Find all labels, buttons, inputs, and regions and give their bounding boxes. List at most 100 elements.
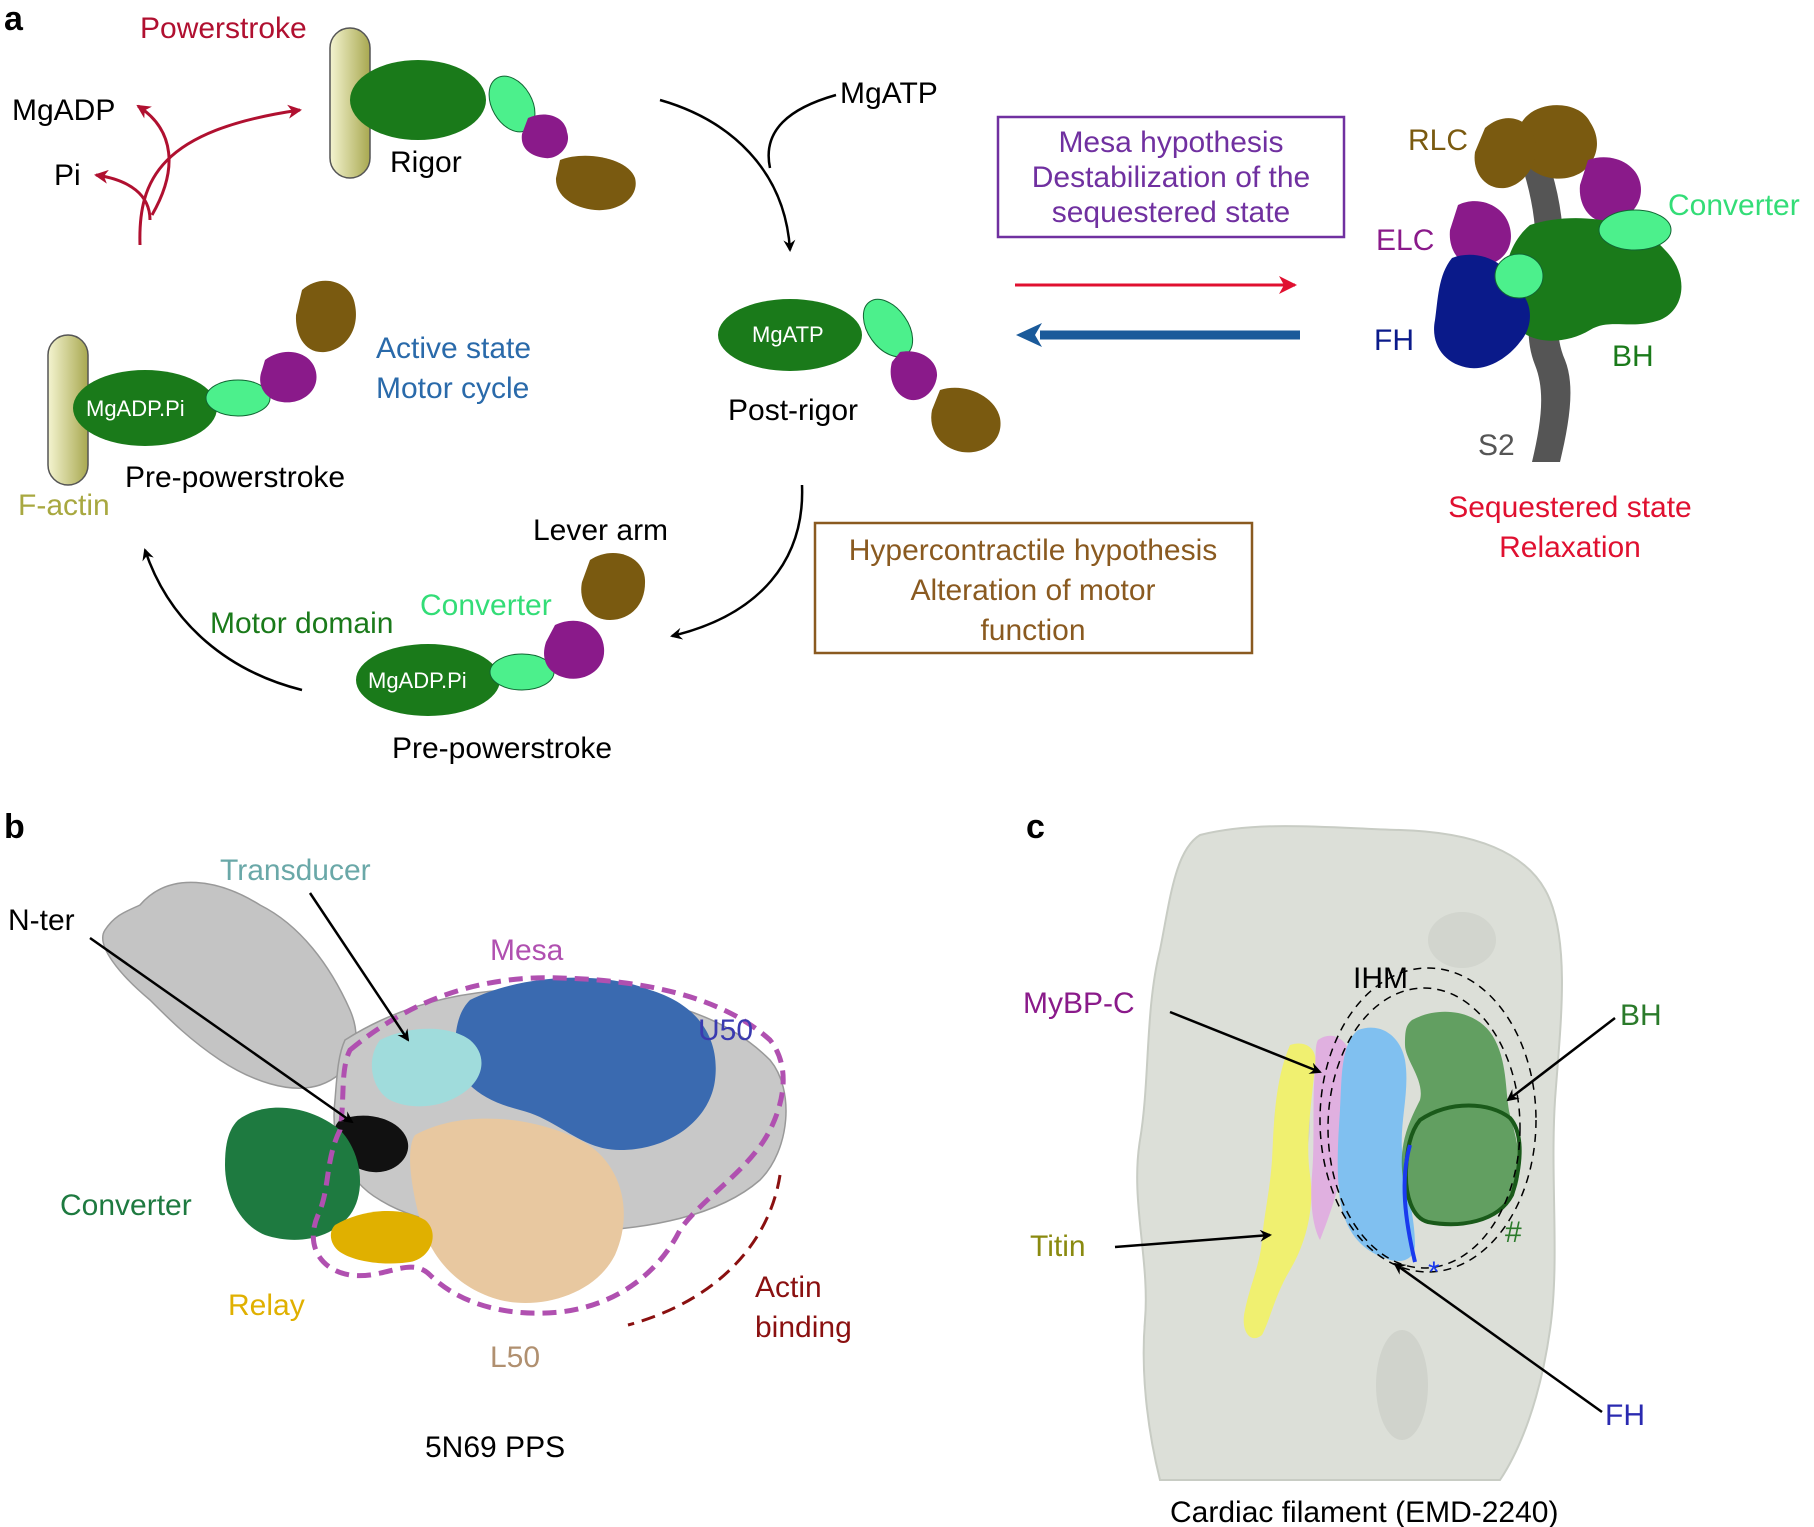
converter-pps-2 <box>489 653 555 691</box>
fh-interface-line <box>1402 1144 1417 1263</box>
converter-free <box>1494 253 1544 299</box>
panel-c-letter: c <box>1026 808 1045 846</box>
n-ter-pointer <box>89 936 354 1124</box>
elc-label: ELC <box>1376 224 1434 257</box>
mesa-box-line-2: Destabilization of the <box>1032 161 1311 194</box>
u50-label: U50 <box>698 1014 753 1047</box>
mgadp-release-arrow <box>136 104 171 216</box>
mgadp-label: MgADP <box>12 94 115 127</box>
elc-pps-2 <box>544 620 605 679</box>
mgatp-in-label: MgATP <box>840 77 938 110</box>
rlc-free <box>1474 118 1536 189</box>
cardiac-filament-map <box>1136 825 1563 1481</box>
mesa-hypothesis-box <box>996 115 1346 239</box>
converter-label-a: Converter <box>420 589 552 622</box>
powerstroke-label: Powerstroke <box>140 12 307 45</box>
rlc-pps-1 <box>295 280 356 353</box>
pi-label: Pi <box>54 159 81 192</box>
bh-label-c: BH <box>1620 999 1662 1032</box>
elc-blocked <box>1579 157 1641 223</box>
mesa-box-line-1: Mesa hypothesis <box>1058 126 1283 159</box>
ihm-outline-outer <box>1319 967 1537 1273</box>
post-rigor-myosin <box>718 298 1001 453</box>
titin-label: Titin <box>1030 1230 1086 1263</box>
actin-binding-label-2: binding <box>755 1311 852 1344</box>
l50-domain <box>410 1118 624 1303</box>
myosin-surface-structure <box>102 881 787 1327</box>
fh-pointer <box>1393 1262 1603 1414</box>
mesa-label: Mesa <box>490 934 564 967</box>
converter-blocked <box>1598 209 1672 251</box>
pi-release-arrow <box>94 169 152 221</box>
f-actin-label: F-actin <box>18 489 110 522</box>
converter-pps-1 <box>205 379 271 417</box>
rlc-label: RLC <box>1408 124 1468 157</box>
bh-density <box>1401 1011 1520 1223</box>
relaxation-label: Relaxation <box>1499 531 1641 564</box>
elc-rigor <box>521 114 569 159</box>
mesa-outline <box>310 975 786 1316</box>
hypercontractile-box <box>813 521 1254 655</box>
density-shadow-2 <box>1376 1330 1428 1440</box>
motor-domain-rigor <box>350 60 486 140</box>
hyper-box-line-1: Hypercontractile hypothesis <box>849 534 1218 567</box>
motor-domain-label: Motor domain <box>210 607 393 640</box>
n-ter-label: N-ter <box>8 904 75 937</box>
mgadppi-head-label-2: MgADP.Pi <box>368 668 467 693</box>
relay-label: Relay <box>228 1289 305 1322</box>
panel-b-letter: b <box>4 808 25 846</box>
actin-binding-label-1: Actin <box>755 1271 822 1304</box>
rlc-pps-2 <box>581 552 646 620</box>
lever-arm-gray-surface <box>102 881 357 1089</box>
bh-label-a: BH <box>1612 340 1654 373</box>
rigor-myosin <box>329 27 636 211</box>
rigor-label: Rigor <box>390 146 462 179</box>
bh-pointer <box>1506 1017 1616 1102</box>
star-label: * <box>1428 1256 1440 1289</box>
elc-free <box>1449 201 1511 267</box>
hash-label: # <box>1505 1216 1522 1249</box>
fh-label-a: FH <box>1374 324 1414 357</box>
panel-c-caption: Cardiac filament (EMD-2240) <box>1170 1496 1558 1527</box>
mesa-box-line-3: sequestered state <box>1052 196 1291 229</box>
pre-powerstroke-actin-myosin <box>47 280 356 486</box>
pps2-to-pps1-arrow <box>142 548 303 692</box>
l50-label: L50 <box>490 1341 540 1374</box>
elc-pps-1 <box>260 351 317 403</box>
motor-domain-pps-1 <box>73 370 217 446</box>
sequestered-state-label: Sequestered state <box>1448 491 1692 524</box>
relay-helix <box>330 1210 433 1264</box>
mgatp-head-label: MgATP <box>752 322 824 347</box>
rlc-blocked <box>1517 105 1597 179</box>
panel-b-caption: 5N69 PPS <box>425 1431 565 1464</box>
rlc-post-rigor <box>931 387 1001 453</box>
pre-powerstroke-label-1: Pre-powerstroke <box>125 461 345 494</box>
mybpc-label: MyBP-C <box>1023 987 1135 1020</box>
ihm-converter-label: Converter <box>1668 189 1800 222</box>
motor-domain-pps-2 <box>356 644 500 716</box>
mybpc-pointer <box>1169 1010 1322 1074</box>
mgatp-in-arrow <box>767 93 837 169</box>
rigor-to-post-rigor-arrow <box>659 98 796 252</box>
ihm-label: IHM <box>1353 962 1408 995</box>
motor-domain-post-rigor <box>718 299 862 371</box>
converter-label-b: Converter <box>60 1189 192 1222</box>
post-rigor-to-pps-arrow <box>670 484 804 640</box>
fh-density <box>1337 1027 1415 1262</box>
active-state-label-1: Active state <box>376 332 531 365</box>
transducer-domain <box>371 1028 482 1107</box>
elc-post-rigor <box>890 351 938 401</box>
lever-arm-label: Lever arm <box>533 514 668 547</box>
titin-pointer <box>1114 1229 1272 1249</box>
post-rigor-label: Post-rigor <box>728 394 858 427</box>
mgadppi-head-label-1: MgADP.Pi <box>86 396 185 421</box>
u50-domain <box>455 977 716 1150</box>
transducer-label: Transducer <box>220 854 371 887</box>
density-shadow-3 <box>1428 912 1496 968</box>
converter-domain <box>225 1107 361 1240</box>
rlc-rigor <box>555 155 636 211</box>
fh-label-c: FH <box>1605 1399 1645 1432</box>
panel-a-letter: a <box>4 0 24 38</box>
s2-label: S2 <box>1478 429 1515 462</box>
